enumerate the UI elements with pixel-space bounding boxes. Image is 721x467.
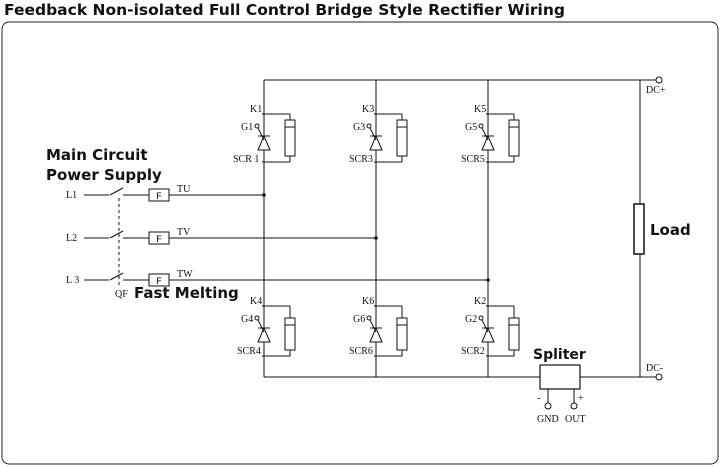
thyristor-scr1 bbox=[254, 113, 296, 163]
fuse-v bbox=[148, 231, 170, 245]
power-label-line2: Power Supply bbox=[46, 166, 162, 184]
plus-sign: + bbox=[578, 393, 584, 404]
label-k5: K5 bbox=[474, 104, 486, 115]
label-k2: K2 bbox=[474, 296, 486, 307]
input-label-l2: L2 bbox=[66, 233, 77, 244]
gnd-label: GND bbox=[537, 414, 559, 425]
dc-plus-label: DC+ bbox=[646, 85, 666, 96]
out-terminal bbox=[570, 402, 578, 410]
label-scr4: SCR4 bbox=[237, 346, 261, 357]
dc-minus-terminal bbox=[655, 373, 663, 381]
label-scr3: SCR3 bbox=[349, 154, 373, 165]
thyristor-scr3 bbox=[366, 113, 408, 163]
gnd-terminal bbox=[544, 402, 552, 410]
diagram-title: Feedback Non-isolated Full Control Bridg… bbox=[4, 1, 565, 19]
label-g1: G1 bbox=[241, 122, 253, 133]
breaker-gap-w bbox=[109, 275, 123, 285]
junction-v bbox=[374, 236, 378, 240]
breaker-blade-v bbox=[109, 230, 124, 239]
fuse-u bbox=[148, 188, 170, 202]
breaker-blade-w bbox=[109, 272, 124, 281]
breaker-label: QF bbox=[115, 289, 128, 300]
label-scr1: SCR 1 bbox=[233, 154, 259, 165]
label-k4: K4 bbox=[250, 296, 262, 307]
fuse-caption: Fast Melting bbox=[134, 284, 239, 302]
input-label-l3: L 3 bbox=[66, 275, 79, 286]
thyristor-cells bbox=[254, 113, 520, 357]
fuse-w bbox=[148, 273, 170, 287]
thyristor-scr2 bbox=[478, 305, 520, 357]
breaker-blade-u bbox=[109, 187, 124, 196]
thyristor-scr6 bbox=[366, 305, 408, 357]
fuse-label-w: F bbox=[156, 277, 162, 288]
fuse-label-u: F bbox=[156, 192, 162, 203]
label-g4: G4 bbox=[241, 314, 253, 325]
line-label-tv: TV bbox=[177, 227, 191, 238]
junction-u bbox=[262, 193, 266, 197]
fuse-label-v: F bbox=[156, 235, 162, 246]
label-g3: G3 bbox=[353, 122, 365, 133]
load-label: Load bbox=[650, 221, 691, 239]
junction-w bbox=[486, 278, 490, 282]
minus-sign: - bbox=[537, 393, 540, 404]
label-scr2: SCR2 bbox=[461, 346, 485, 357]
label-g6: G6 bbox=[353, 314, 365, 325]
label-k1: K1 bbox=[250, 104, 262, 115]
line-label-tu: TU bbox=[177, 184, 191, 195]
splitter-box bbox=[539, 364, 581, 390]
label-scr6: SCR6 bbox=[349, 346, 373, 357]
load-resistor bbox=[633, 203, 645, 255]
power-label-line1: Main Circuit bbox=[46, 146, 148, 164]
diagram-frame bbox=[1, 21, 719, 465]
thyristor-scr5 bbox=[478, 113, 520, 163]
label-k3: K3 bbox=[362, 104, 374, 115]
thyristor-scr4 bbox=[254, 305, 296, 357]
splitter-label: Spliter bbox=[533, 347, 586, 363]
line-label-tw: TW bbox=[177, 269, 193, 280]
label-g2: G2 bbox=[465, 314, 477, 325]
dc-plus-terminal bbox=[655, 76, 663, 84]
breaker-gap-u bbox=[109, 190, 123, 200]
input-label-l1: L1 bbox=[66, 190, 77, 201]
out-label: OUT bbox=[565, 414, 586, 425]
breaker-gap-v bbox=[109, 233, 123, 243]
dc-minus-label: DC- bbox=[646, 363, 663, 374]
label-k6: K6 bbox=[362, 296, 374, 307]
label-g5: G5 bbox=[465, 122, 477, 133]
label-scr5: SCR5 bbox=[461, 154, 485, 165]
